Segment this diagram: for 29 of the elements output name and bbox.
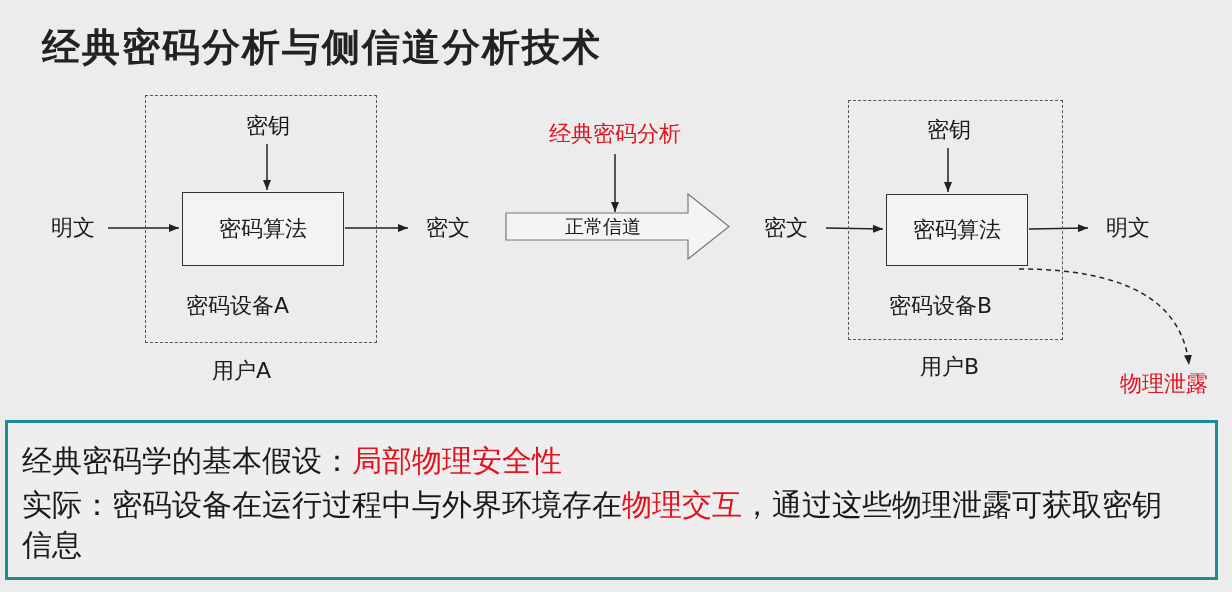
block-arrow: 正常信道 — [505, 193, 730, 260]
caption-text: 用户B — [920, 353, 980, 381]
arrow — [344, 224, 409, 232]
process-box: 密码算法 — [886, 194, 1028, 266]
text-label: 密钥 — [919, 113, 979, 147]
note-panel — [5, 420, 1218, 580]
note-text: 经典密码学的基本假设：局部物理安全性 — [22, 442, 563, 480]
device-frame — [145, 95, 377, 343]
text-label: 经典密码分析 — [520, 116, 710, 152]
device-label: 密码设备A — [186, 292, 290, 320]
text-label: 密文 — [748, 210, 824, 246]
dashed-arrow — [1018, 268, 1192, 366]
arrow — [263, 143, 271, 191]
device-label: 密码设备B — [889, 292, 993, 320]
text-label: 物理泄露 — [1105, 367, 1223, 401]
arrow — [825, 224, 884, 233]
process-box: 密码算法 — [182, 192, 344, 266]
arrow — [107, 224, 180, 232]
caption-text: 用户A — [212, 357, 272, 385]
device-frame — [848, 100, 1063, 340]
text-label: 密钥 — [238, 109, 298, 143]
text-label: 明文 — [40, 210, 106, 246]
note-text: 实际：密码设备在运行过程中与外界环境存在物理交互，通过这些物理泄露可获取密钥信息 — [22, 486, 1163, 564]
text-label: 密文 — [410, 210, 486, 246]
text-label: 明文 — [1090, 210, 1166, 246]
arrow — [944, 147, 952, 193]
arrow — [611, 153, 619, 213]
arrow — [1028, 224, 1089, 233]
slide-title: 经典密码分析与侧信道分析技术 — [42, 24, 602, 71]
